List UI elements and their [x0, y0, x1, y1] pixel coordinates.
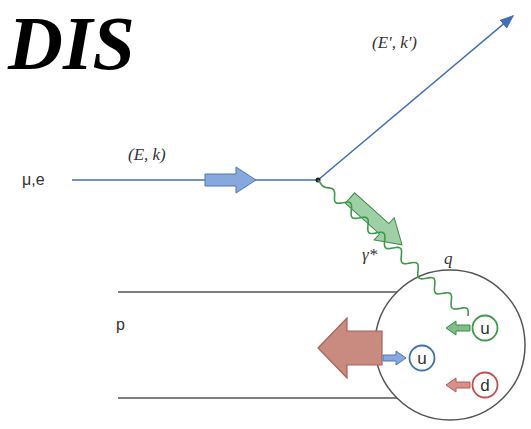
- quark-momentum-arrow: [383, 351, 406, 365]
- quark-momentum-arrow: [446, 378, 470, 392]
- diagram-title: DIS: [8, 2, 135, 86]
- photon-wave: [318, 180, 468, 316]
- momentum-label: (E', k'): [372, 34, 417, 53]
- quark-momentum-arrow: [446, 321, 470, 335]
- lepton-line: [72, 179, 318, 181]
- lepton-momentum-arrow: [205, 167, 256, 193]
- quark-name: u: [408, 350, 436, 367]
- particle-label: γ*: [362, 246, 377, 265]
- quark-circle: d: [471, 371, 499, 399]
- lepton-line: [318, 16, 513, 180]
- momentum-label: q: [444, 250, 453, 269]
- proton-momentum-arrow: [318, 318, 382, 378]
- proton-line: [118, 397, 397, 399]
- quark-name: d: [471, 377, 499, 394]
- quark-name: u: [471, 320, 499, 337]
- particle-label: p: [116, 316, 125, 334]
- quark-circle: u: [408, 344, 436, 372]
- quark-circle: u: [471, 314, 499, 342]
- proton-line: [118, 291, 397, 293]
- momentum-label: (E, k): [128, 146, 166, 165]
- particle-label: μ,e: [22, 171, 45, 189]
